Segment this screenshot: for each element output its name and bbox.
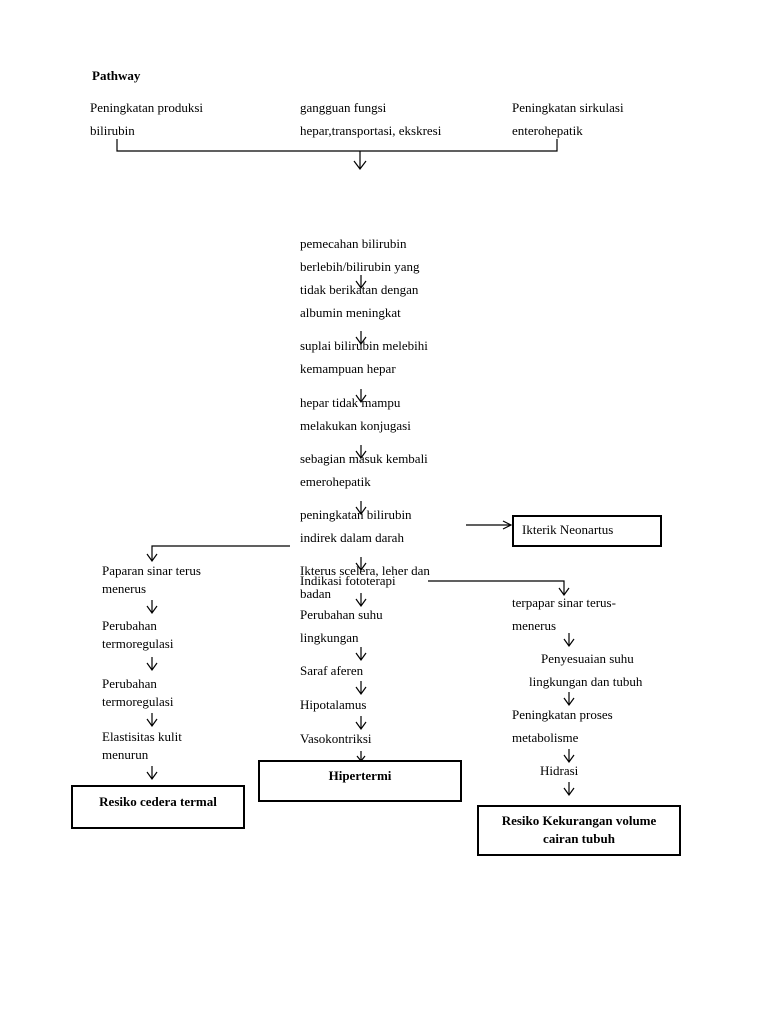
resiko-cedera-termal-box: Resiko cedera termal bbox=[71, 785, 245, 829]
node-vasoconstriction: Vasokontriksi bbox=[300, 731, 372, 746]
arrow-to-ikterik bbox=[466, 520, 513, 530]
hipertermi-box: Hipertermi bbox=[258, 760, 462, 802]
center-arrow-heads bbox=[355, 275, 367, 762]
node-phototherapy: Indikasi fototerapi bbox=[300, 573, 396, 588]
top-arrow-head bbox=[353, 160, 367, 170]
top-bracket bbox=[116, 139, 558, 168]
ikterik-neonatus-label: Ikterik Neonartus bbox=[522, 522, 614, 537]
resiko-cedera-termal-label: Resiko cedera termal bbox=[99, 794, 217, 809]
right-branch-connector bbox=[428, 580, 575, 797]
ikterik-neonatus-box: Ikterik Neonartus bbox=[512, 515, 662, 547]
hipertermi-label: Hipertermi bbox=[328, 768, 392, 783]
node-hydration: Hidrasi bbox=[540, 763, 579, 778]
node-afferent-nerve: Saraf aferen bbox=[300, 663, 364, 678]
node-continuous-exposure: terpapar sinar terus-menerus bbox=[512, 595, 616, 633]
left-branch-connector bbox=[146, 545, 290, 781]
page-title: Pathway bbox=[92, 68, 141, 83]
node-hypothalamus: Hipotalamus bbox=[300, 697, 367, 712]
